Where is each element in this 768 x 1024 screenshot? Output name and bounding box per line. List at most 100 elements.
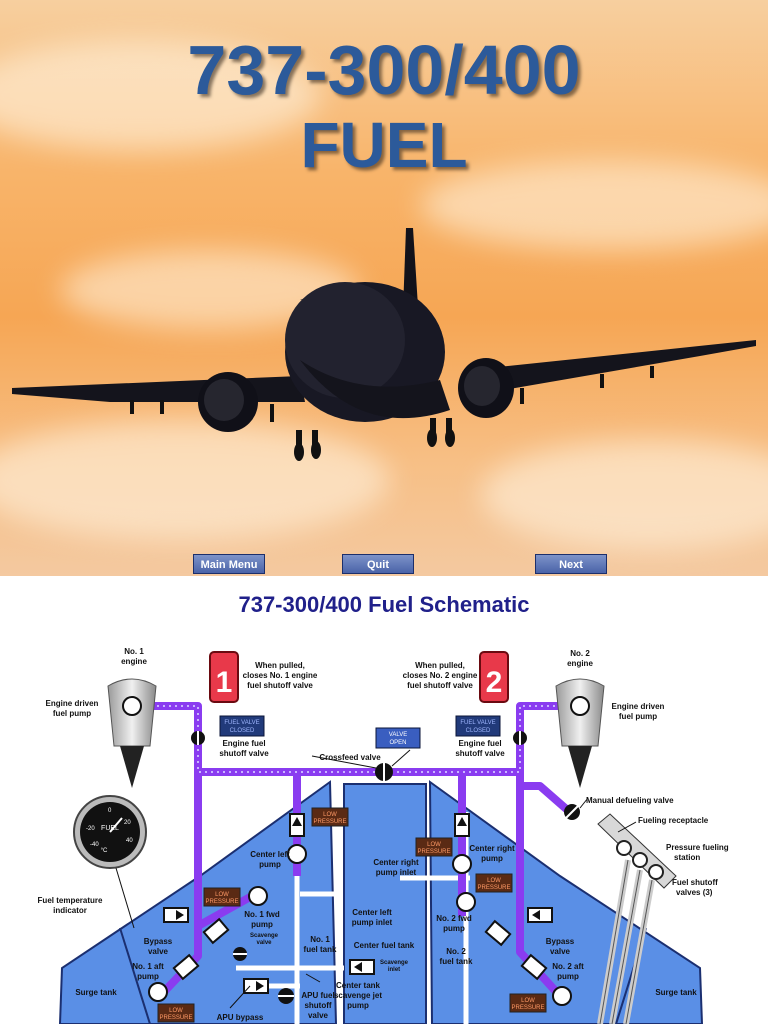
center-left-low-pressure-light: LOW PRESSURE [311,807,349,827]
label: pump [347,1001,369,1010]
fuel-temperature-gauge: FUEL °C -40 -20 0 20 40 [73,795,147,929]
svg-text:PRESSURE: PRESSURE [511,1005,544,1011]
label: Scavenge [250,933,279,939]
label: valve [256,940,272,946]
no1-engine [107,678,157,788]
label: station [674,853,700,862]
label: Bypass [144,937,173,946]
svg-text:CLOSED: CLOSED [230,728,255,734]
label: No. 1 [310,935,330,944]
engine-1-fire-handle[interactable]: 1 [209,651,239,703]
label: When pulled, [255,661,305,670]
label: pump [259,860,281,869]
label: valve [550,947,571,956]
no1-fwd-pump-icon [248,886,268,906]
schematic-panel: 737-300/400 Fuel Schematic [0,576,768,1024]
label: Center left [250,850,290,859]
no2-fwd-low-pressure-light: LOW PRESSURE [475,873,513,893]
svg-text:-20: -20 [86,826,95,832]
label: When pulled, [415,661,465,670]
main-menu-button[interactable]: Main Menu [193,554,265,574]
label: pump [557,972,579,981]
no1-fwd-low-pressure-light: LOW PRESSURE [203,887,241,907]
pressure-fueling-station [597,813,677,1024]
svg-text:FUEL VALVE: FUEL VALVE [460,720,495,726]
label: No. 2 aft [552,962,584,971]
label: Bypass [546,937,575,946]
svg-text:°C: °C [101,848,108,854]
label: inlet [388,967,400,973]
handle-1-number: 1 [216,666,233,699]
label: Engine driven [46,699,99,708]
label: shutoff valve [219,749,269,758]
no2-engine [555,678,605,788]
quit-button[interactable]: Quit [342,554,414,574]
crossfeed-valve-open-light: VALVE OPEN [375,727,421,749]
svg-text:OPEN: OPEN [389,740,406,746]
svg-text:LOW: LOW [169,1008,183,1014]
label: Center fuel tank [354,941,415,950]
no1-aft-low-pressure-light: LOW PRESSURE [157,1003,195,1023]
label: Manual defueling valve [586,796,674,805]
label: pump [481,854,503,863]
center-right-low-pressure-light: LOW PRESSURE [415,837,453,857]
svg-text:PRESSURE: PRESSURE [159,1015,192,1021]
label: pump [137,972,159,981]
label: engine [567,659,593,668]
label: engine [121,657,147,666]
label: fuel shutoff valve [407,681,473,690]
label: Center left [352,908,392,917]
svg-text:LOW: LOW [323,812,337,818]
label: shutoff valve [455,749,505,758]
hero-panel: 737-300/400 FUEL Main Menu Quit Next [0,0,768,576]
schematic-title: 737-300/400 Fuel Schematic [238,592,530,617]
label: fuel pump [53,709,91,718]
label: No. 2 fwd [436,914,472,923]
label: Surge tank [655,988,697,997]
label: fuel tank [304,945,337,954]
label: indicator [53,906,87,915]
svg-text:PRESSURE: PRESSURE [477,885,510,891]
label: No. 2 [446,947,466,956]
label: Engine driven [612,702,665,711]
label: closes No. 1 engine [243,671,318,680]
label: No. 1 fwd [244,910,280,919]
svg-text:CLOSED: CLOSED [466,728,491,734]
svg-text:LOW: LOW [487,878,501,884]
fuel-schematic-diagram: 1 2 FUEL VALVE CLOSED FUEL VALVE CLOSED … [38,647,729,1024]
svg-text:40: 40 [126,838,133,844]
engine-2-fire-handle[interactable]: 2 [479,651,509,703]
label: shutoff [304,1001,331,1010]
label: No. 2 [570,649,590,658]
center-left-pump-icon [287,844,307,864]
label: valves (3) [676,888,713,897]
label: fuel shutoff valve [247,681,313,690]
next-button[interactable]: Next [535,554,607,574]
hero-title-line-1: 737-300/400 [187,31,581,109]
label: pump [251,920,273,929]
no2-aft-low-pressure-light: LOW PRESSURE [509,993,547,1013]
no2-fwd-pump-icon [456,892,476,912]
svg-text:LOW: LOW [521,998,535,1004]
svg-text:0: 0 [108,808,112,814]
label: pump inlet [376,868,417,877]
no2-aft-pump-icon [552,986,572,1006]
label: Engine fuel [458,739,501,748]
label: scavenge jet [334,991,382,1000]
label: Fueling receptacle [638,816,709,825]
label: APU fuel [301,991,334,1000]
engine-2-valve-closed-light: FUEL VALVE CLOSED [455,715,501,737]
svg-text:-40: -40 [90,842,99,848]
svg-text:PRESSURE: PRESSURE [313,819,346,825]
label: Center right [469,844,515,853]
label: APU bypass [217,1013,264,1022]
label: valve [308,1011,329,1020]
svg-text:VALVE: VALVE [389,732,407,738]
svg-text:PRESSURE: PRESSURE [205,899,238,905]
label: No. 1 aft [132,962,164,971]
svg-text:20: 20 [124,820,131,826]
label: Surge tank [75,988,117,997]
label: Fuel temperature [38,896,103,905]
label: Scavenge [380,960,409,966]
center-tank [343,783,427,1024]
